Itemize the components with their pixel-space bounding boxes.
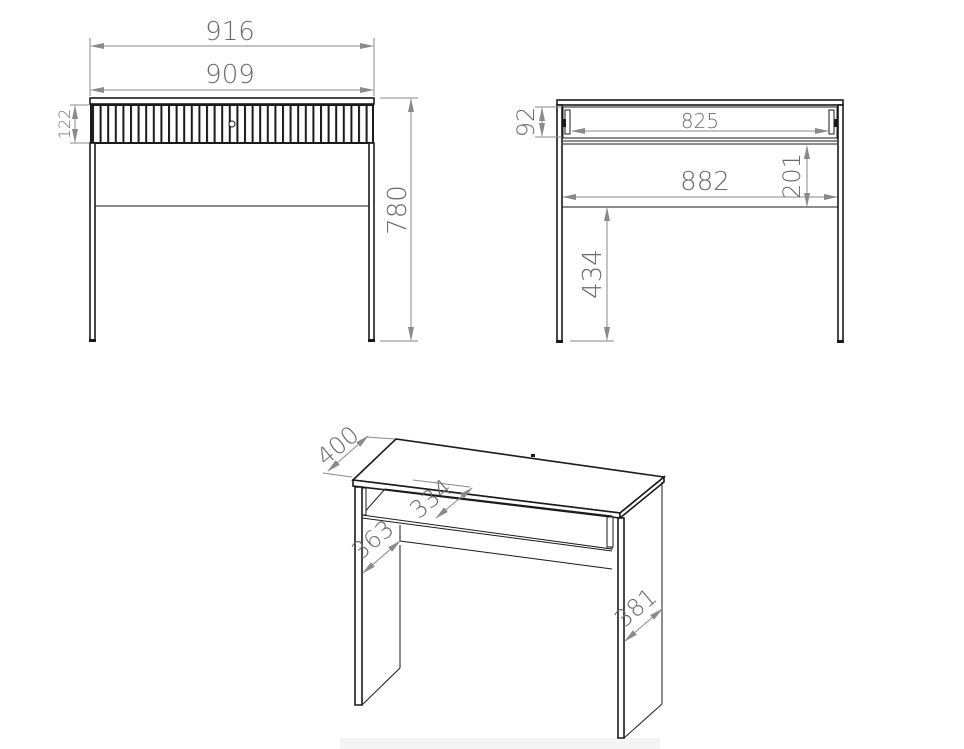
section-tabletop <box>556 99 844 106</box>
section-right-leg <box>837 104 844 342</box>
iso-left-leg-front <box>354 486 363 706</box>
dimension-overall-width: 916 <box>89 17 375 96</box>
dim-label-916: 916 <box>205 17 255 47</box>
dimension-total-height: 780 <box>380 97 418 342</box>
dim-label-909: 909 <box>205 60 255 90</box>
dimension-lower-clearance: 434 <box>570 207 614 342</box>
dimension-drawer-inner-width: 825 <box>571 109 829 134</box>
section-view: 92 825 882 201 434 <box>512 99 844 343</box>
dimension-opening-height: 201 <box>778 145 810 207</box>
front-left-leg <box>89 142 96 341</box>
dimension-drawer-front-height: 92 <box>512 106 562 138</box>
dim-label-201: 201 <box>778 153 806 199</box>
dimension-drawer-height: 122 <box>55 104 89 144</box>
dim-label-780: 780 <box>383 185 413 235</box>
dim-label-92: 92 <box>512 107 540 138</box>
front-tabletop <box>89 97 375 105</box>
front-view: 916 909 122 780 <box>55 17 418 342</box>
isometric-view: 400 334 363 381 <box>311 420 666 749</box>
iso-drawer <box>361 488 613 550</box>
dimension-inner-width: 882 <box>562 167 838 200</box>
drawer-knob-icon <box>228 120 236 128</box>
dim-label-882: 882 <box>680 167 730 197</box>
dim-label-825: 825 <box>681 109 719 133</box>
dim-label-400: 400 <box>311 420 364 471</box>
front-right-leg <box>368 142 375 341</box>
dimension-top-width: 909 <box>90 60 374 93</box>
dim-label-434: 434 <box>578 249 608 299</box>
section-left-leg <box>556 104 563 342</box>
dim-label-122: 122 <box>55 109 74 140</box>
